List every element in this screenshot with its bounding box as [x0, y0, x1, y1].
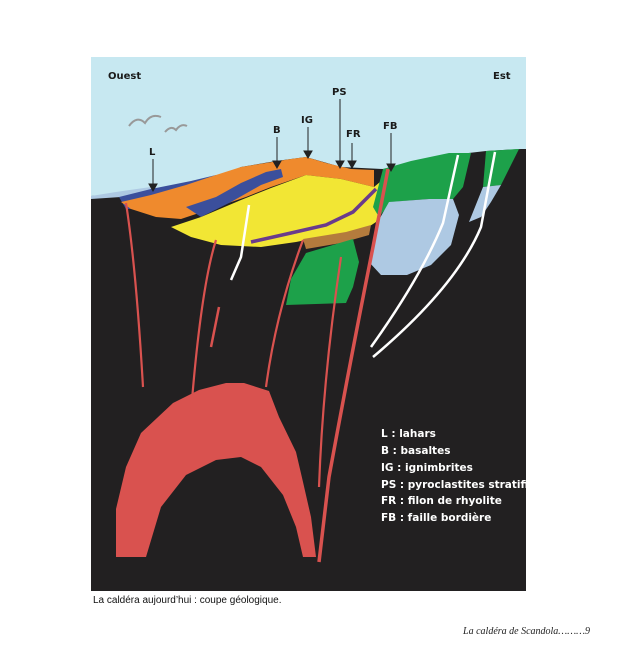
legend-item: IG : ignimbrites: [381, 462, 473, 474]
lightblue-block-1: [369, 199, 459, 275]
feeder-dykes: [124, 202, 343, 488]
brown-band: [303, 225, 371, 249]
marker-arrows: [148, 99, 396, 193]
legend-item: FB : faille bordière: [381, 512, 491, 524]
pyroclastite-layer: [171, 175, 386, 247]
west-label: Ouest: [108, 71, 141, 82]
marker-label-ig: IG: [301, 115, 313, 126]
green-block-upper: [373, 153, 471, 217]
geologic-cross-section: Ouest Est L B IG PS FR FB L : lahars B :…: [91, 57, 526, 591]
east-label: Est: [493, 71, 511, 82]
marker-label-ps: PS: [332, 87, 347, 98]
legend-item: B : basaltes: [381, 445, 450, 457]
green-block-lower: [286, 239, 359, 305]
purple-band: [250, 187, 378, 244]
marker-label-l: L: [149, 147, 156, 158]
fault-line-center: [209, 306, 221, 348]
marker-label-fb: FB: [383, 121, 397, 132]
page-footer: La caldéra de Scandola………9: [463, 626, 590, 637]
figure-caption: La caldéra aujourd’hui : coupe géologiqu…: [93, 595, 282, 606]
white-faults: [229, 151, 497, 358]
marker-label-fr: FR: [346, 129, 361, 140]
legend: L : lahars B : basaltes IG : ignimbrites…: [381, 428, 526, 524]
rhyolite-dyke: [317, 168, 390, 563]
bird-icon: [164, 124, 188, 133]
marker-label-b: B: [273, 125, 281, 136]
basalt-band-center: [186, 169, 283, 217]
green-strip-right: [483, 149, 519, 187]
legend-item: PS : pyroclastites stratifiées: [381, 479, 526, 491]
legend-item: FR : filon de rhyolite: [381, 495, 502, 507]
chamber-cavity: [146, 457, 303, 557]
bird-icon: [128, 114, 162, 127]
lahars-layer: [91, 187, 151, 199]
legend-item: L : lahars: [381, 428, 436, 440]
